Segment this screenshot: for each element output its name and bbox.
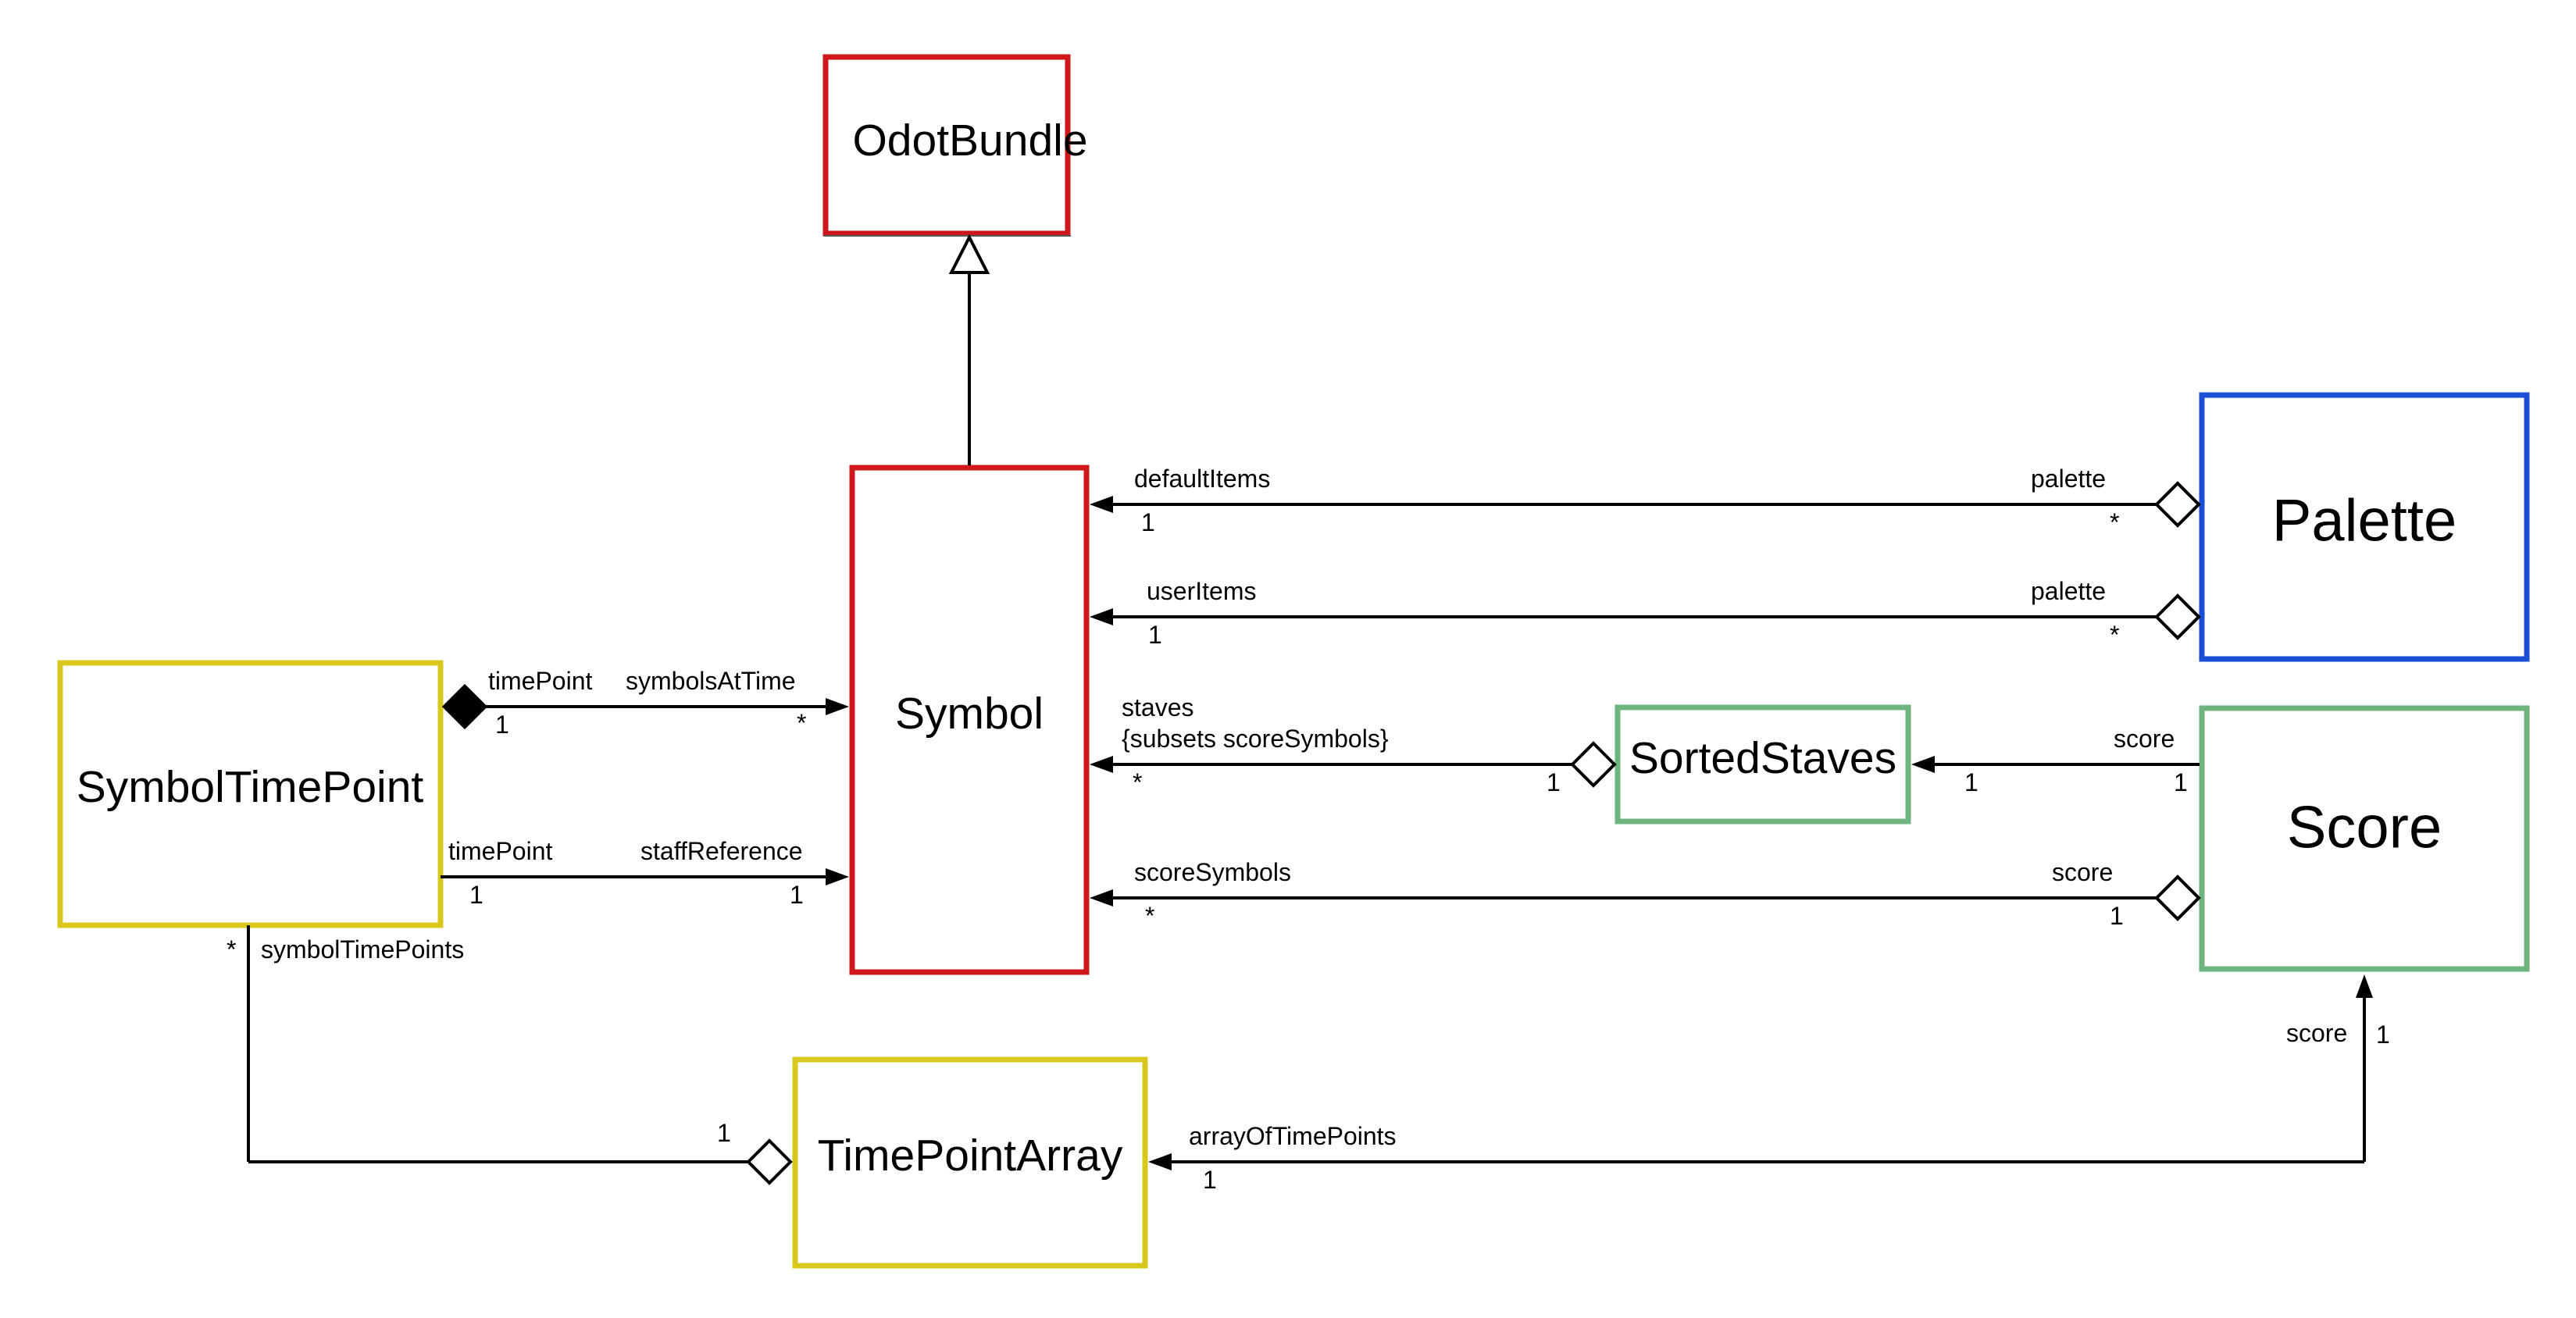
multiplicity-label: 1 <box>1964 768 1978 796</box>
multiplicity-label: 1 <box>1141 508 1155 536</box>
role-label: userItems <box>1147 577 1256 605</box>
multiplicity-label: 1 <box>495 711 509 739</box>
role-label: scoreSymbols <box>1134 858 1291 886</box>
class-sortedstaves-box <box>1614 704 1911 825</box>
role-label: palette <box>2031 577 2106 605</box>
role-label: score <box>2286 1019 2347 1047</box>
multiplicity-label: 1 <box>717 1119 731 1147</box>
multiplicity-label: * <box>797 709 806 737</box>
multiplicity-label: * <box>1133 768 1142 796</box>
role-label: staves <box>1122 693 1193 721</box>
aggregation-diamond <box>746 1138 793 1185</box>
navigable-arrowhead <box>1090 756 1113 773</box>
aggregation-diamond <box>1570 741 1617 788</box>
class-odotbundle-box <box>822 54 1071 237</box>
aggregation-diamond <box>2154 875 2201 921</box>
navigable-arrowhead <box>826 868 849 885</box>
role-label: palette <box>2031 465 2106 493</box>
multiplicity-label: * <box>227 935 236 964</box>
role-label: arrayOfTimePoints <box>1189 1122 1397 1150</box>
aggregation-diamond <box>2154 593 2201 640</box>
role-label: timePoint <box>448 837 553 865</box>
role-label: defaultItems <box>1134 465 1270 493</box>
assoc-palette-useritems[interactable]: userItems 1 palette * <box>1090 577 2201 649</box>
class-score-box <box>2199 705 2530 972</box>
class-symboltimepoint-box <box>57 660 444 928</box>
class-sortedstaves-name: SortedStaves <box>1629 733 1896 783</box>
assoc-score-timepointarray[interactable]: arrayOfTimePoints 1 score 1 <box>1148 974 2390 1194</box>
navigable-arrowhead <box>2356 974 2373 998</box>
role-label: symbolsAtTime <box>626 667 796 695</box>
multiplicity-label: 1 <box>2174 768 2188 796</box>
class-odotbundle[interactable]: OdotBundle <box>822 54 1088 237</box>
role-constraint-label: {subsets scoreSymbols} <box>1122 725 1389 753</box>
role-label: symbolTimePoints <box>261 935 464 964</box>
multiplicity-label: 1 <box>1203 1166 1217 1194</box>
class-score[interactable]: Score <box>2199 705 2530 972</box>
assoc-palette-defaultitems[interactable]: defaultItems 1 palette * <box>1090 465 2201 536</box>
navigable-arrowhead <box>1090 889 1113 907</box>
multiplicity-label: 1 <box>790 881 804 909</box>
class-symbol-name: Symbol <box>895 689 1044 739</box>
navigable-arrowhead <box>1911 756 1935 773</box>
navigable-arrowhead <box>1148 1153 1172 1170</box>
multiplicity-label: 1 <box>1148 621 1162 649</box>
generalization-symbol-odotbundle[interactable] <box>948 233 990 465</box>
hollow-triangle-arrowhead <box>948 233 990 274</box>
multiplicity-label: 1 <box>2376 1021 2390 1049</box>
multiplicity-label: * <box>2110 508 2119 536</box>
role-label: score <box>2052 858 2113 886</box>
navigable-arrowhead <box>1090 496 1113 513</box>
multiplicity-label: * <box>1145 902 1154 930</box>
class-timepointarray-box <box>792 1056 1148 1269</box>
class-timepointarray[interactable]: TimePointArray <box>792 1056 1148 1269</box>
class-symbol[interactable]: Symbol <box>849 465 1090 975</box>
multiplicity-label: * <box>2110 621 2119 649</box>
class-score-name: Score <box>2287 795 2442 861</box>
class-palette[interactable]: Palette <box>2199 392 2530 662</box>
multiplicity-label: 1 <box>469 881 483 909</box>
multiplicity-label: 1 <box>1547 768 1561 796</box>
navigable-arrowhead <box>826 698 849 715</box>
class-palette-box <box>2199 392 2530 662</box>
assoc-stp-symbolsattime[interactable]: timePoint 1 symbolsAtTime * <box>441 667 849 739</box>
class-symboltimepoint[interactable]: SymbolTimePoint <box>57 660 444 928</box>
role-label: staffReference <box>640 837 803 865</box>
aggregation-diamond <box>2154 481 2201 528</box>
assoc-score-sortedstaves[interactable]: 1 score 1 <box>1911 725 2200 796</box>
class-symboltimepoint-name: SymbolTimePoint <box>77 762 424 812</box>
assoc-timepointarray-symboltimepoints[interactable]: 1 * symbolTimePoints <box>227 925 793 1185</box>
assoc-stp-staffreference[interactable]: timePoint 1 staffReference 1 <box>441 837 849 909</box>
class-sortedstaves[interactable]: SortedStaves <box>1614 704 1911 825</box>
navigable-arrowhead <box>1090 608 1113 625</box>
assoc-sortedstaves-staves[interactable]: staves {subsets scoreSymbols} * 1 <box>1090 693 1617 796</box>
class-timepointarray-name: TimePointArray <box>818 1131 1123 1181</box>
role-label: timePoint <box>488 667 593 695</box>
class-symbol-box <box>849 465 1090 975</box>
assoc-score-scoresymbols[interactable]: scoreSymbols * score 1 <box>1090 858 2201 930</box>
class-palette-name: Palette <box>2272 488 2457 554</box>
role-label: score <box>2114 725 2175 753</box>
multiplicity-label: 1 <box>2110 902 2124 930</box>
class-odotbundle-name: OdotBundle <box>852 116 1087 166</box>
composition-diamond <box>441 683 488 730</box>
